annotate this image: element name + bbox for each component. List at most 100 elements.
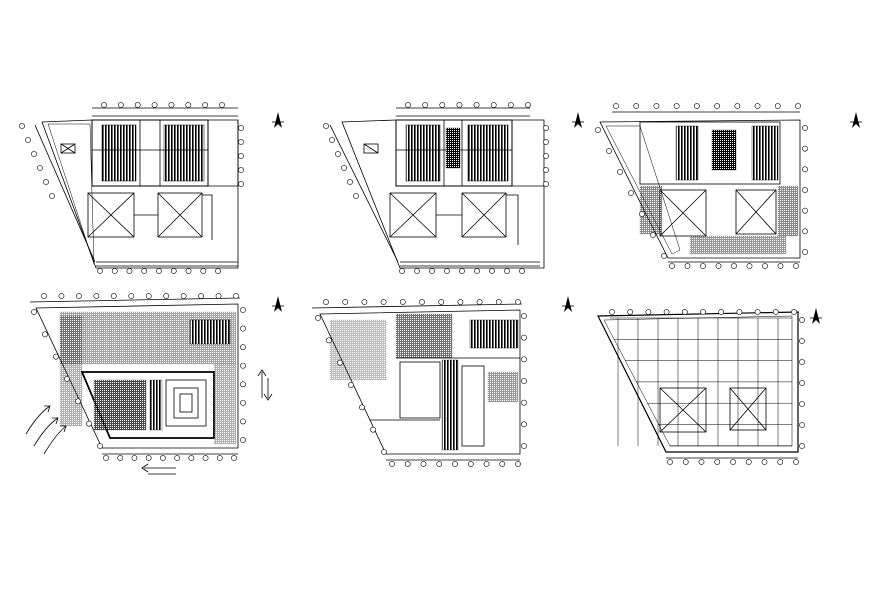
- grid-bubble: [342, 299, 349, 305]
- grid-bubble: [795, 103, 801, 109]
- grid-bubble: [667, 459, 673, 465]
- grid-bubble: [326, 337, 332, 344]
- grid-bubble: [188, 455, 195, 461]
- grid-bubble: [456, 102, 463, 108]
- grid-bubble: [145, 293, 152, 299]
- grid-bubble: [419, 299, 425, 305]
- grid-bubble: [219, 102, 225, 108]
- grid-bubble: [714, 103, 721, 109]
- grid-bubble: [731, 263, 737, 269]
- grid-bubble: [793, 263, 799, 269]
- grid-bubble: [131, 455, 138, 461]
- grid-bubble: [693, 103, 700, 109]
- grid-bubble: [595, 127, 601, 133]
- grid-bubble: [515, 461, 521, 467]
- grid-bubble: [238, 153, 244, 159]
- grid-bubble: [521, 356, 527, 363]
- plan-4-ground-floor: [25, 297, 273, 475]
- grid-bubble: [361, 299, 368, 305]
- grid-bubble: [168, 102, 175, 108]
- grid-bubble: [606, 148, 612, 154]
- grid-bubble: [141, 268, 148, 274]
- grid-bubble: [231, 455, 237, 461]
- grid-bubble: [329, 137, 335, 143]
- grid-bubble: [653, 103, 660, 109]
- grid-bubble: [103, 455, 109, 461]
- grid-bubble: [754, 103, 761, 109]
- grid-bubble: [483, 461, 490, 467]
- grid-bubble: [802, 228, 808, 235]
- grid-bubble: [151, 102, 158, 108]
- grid-bubble: [76, 293, 82, 299]
- grid-bubble: [97, 268, 103, 274]
- grid-bubble: [700, 309, 706, 315]
- grid-bubble: [669, 263, 675, 269]
- grid-bubble: [774, 103, 781, 109]
- grid-bubble: [238, 125, 244, 131]
- grid-bubble: [19, 123, 25, 129]
- grid-bubble: [64, 376, 70, 382]
- grid-bubble: [682, 459, 689, 465]
- grid-bubble: [111, 268, 118, 274]
- grid-bubble: [525, 102, 531, 108]
- grid-bubble: [53, 353, 59, 360]
- grid-bubble: [353, 193, 359, 199]
- grid-bubble: [521, 421, 527, 428]
- grid-bubble: [661, 253, 667, 259]
- grid-bubble: [42, 331, 48, 338]
- grid-bubble: [399, 268, 405, 274]
- grid-bubble: [75, 398, 81, 405]
- grid-bubble: [185, 268, 192, 274]
- grid-bubble: [436, 461, 443, 467]
- grid-bubble: [714, 459, 721, 465]
- grid-bubble: [335, 151, 341, 157]
- grid-bubble: [543, 125, 549, 131]
- grid-bubble: [233, 293, 239, 299]
- grid-bubble: [476, 299, 483, 305]
- grid-bubble: [389, 461, 395, 467]
- grid-bubble: [359, 404, 365, 411]
- grid-bubble: [31, 309, 37, 315]
- grid-bubble: [117, 102, 124, 108]
- grid-bubble: [627, 309, 634, 315]
- grid-bubble: [348, 382, 354, 388]
- grid-bubble: [490, 102, 497, 108]
- grid-bubble: [802, 249, 808, 255]
- plan-6-roof-grid: [597, 311, 799, 459]
- grid-bubble: [380, 299, 387, 305]
- grid-bubble: [802, 187, 808, 193]
- grid-bubble: [715, 263, 722, 269]
- grid-bubble: [422, 102, 429, 108]
- north-arrow-icon: [562, 296, 574, 312]
- grid-bubble: [802, 145, 808, 152]
- grid-bubble: [25, 137, 31, 143]
- grid-bubble: [341, 165, 347, 171]
- grid-bubble: [793, 459, 799, 465]
- grid-bubble: [521, 334, 527, 341]
- grid-bubble: [628, 190, 634, 196]
- grid-bubble: [185, 102, 192, 108]
- grid-bubble: [86, 420, 92, 427]
- grid-bubble: [31, 151, 37, 157]
- grid-bubble: [163, 293, 170, 299]
- grid-bubble: [420, 461, 427, 467]
- grid-bubble: [736, 309, 743, 315]
- grid-bubble: [444, 268, 450, 274]
- grid-bubble: [777, 263, 784, 269]
- grid-bubble: [698, 459, 705, 465]
- grid-bubble: [504, 268, 510, 274]
- grid-bubble: [799, 338, 805, 344]
- grid-bubble: [240, 325, 246, 332]
- grid-bubble: [650, 232, 656, 238]
- grid-bubble: [746, 263, 753, 269]
- grid-bubble: [772, 309, 779, 315]
- plan-5-first-floor: [311, 303, 523, 461]
- grid-bubble: [543, 139, 549, 145]
- grid-bubble: [215, 268, 221, 274]
- grid-bubble: [761, 459, 768, 465]
- grid-bubble: [240, 307, 246, 313]
- grid-bubble: [802, 125, 808, 131]
- grid-bubble: [117, 455, 124, 461]
